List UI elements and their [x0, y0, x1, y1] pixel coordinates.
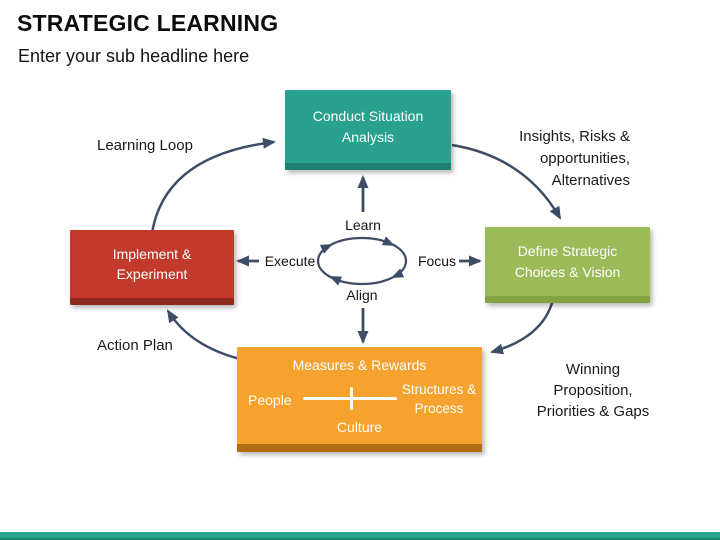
loop-arrowhead-bottomright-icon: [391, 268, 405, 278]
learning-loop-label: Learning Loop: [97, 137, 193, 154]
loop-arrowhead-topright-icon: [381, 236, 395, 246]
box-measures-rewards: Measures & Rewards People Structures & P…: [237, 347, 482, 452]
culture-label: Culture: [336, 419, 383, 435]
loop-arrowhead-topleft-icon: [319, 244, 333, 254]
action-plan-label: Action Plan: [97, 337, 173, 354]
align-label: Align: [346, 287, 378, 303]
box-define-strategic-choices: Define Strategic Choices & Vision: [485, 227, 650, 303]
arc-green-to-orange: [490, 302, 554, 355]
arc-red-to-teal: [150, 137, 276, 234]
footer-accent-bar: [0, 532, 720, 540]
loop-arrowhead-bottomleft-icon: [329, 276, 343, 286]
measures-rewards-label: Measures & Rewards: [292, 357, 427, 373]
page-subtitle: Enter your sub headline here: [18, 46, 250, 66]
people-label: People: [248, 392, 292, 408]
insights-line-1: Insights, Risks &: [519, 128, 630, 145]
box-label: Conduct Situation Analysis: [312, 108, 424, 145]
insights-line-3: Alternatives: [551, 172, 630, 189]
insights-risks-label: Insights, Risks & opportunities, Alterna…: [470, 126, 630, 192]
execute-label: Execute: [264, 253, 316, 269]
focus-label: Focus: [417, 253, 457, 269]
winning-proposition-label: Winning Proposition, Priorities & Gaps: [508, 359, 678, 422]
arc-orange-to-red: [166, 309, 241, 361]
box-label: Implement & Experiment: [112, 245, 192, 282]
box-conduct-situation-analysis: Conduct Situation Analysis: [285, 90, 451, 170]
structures-process-label: Structures & Process: [401, 382, 477, 416]
page-title: STRATEGIC LEARNING: [17, 10, 279, 36]
box-label: Define Strategic Choices & Vision: [514, 243, 621, 280]
winning-line-3: Priorities & Gaps: [536, 403, 650, 420]
learn-label: Learn: [345, 217, 381, 233]
winning-line-2: Proposition,: [553, 382, 633, 399]
box-implement-experiment: Implement & Experiment: [70, 230, 234, 305]
insights-line-2: opportunities,: [539, 150, 630, 167]
crosshair-vline-icon: [350, 387, 353, 410]
winning-line-1: Winning: [565, 361, 621, 378]
